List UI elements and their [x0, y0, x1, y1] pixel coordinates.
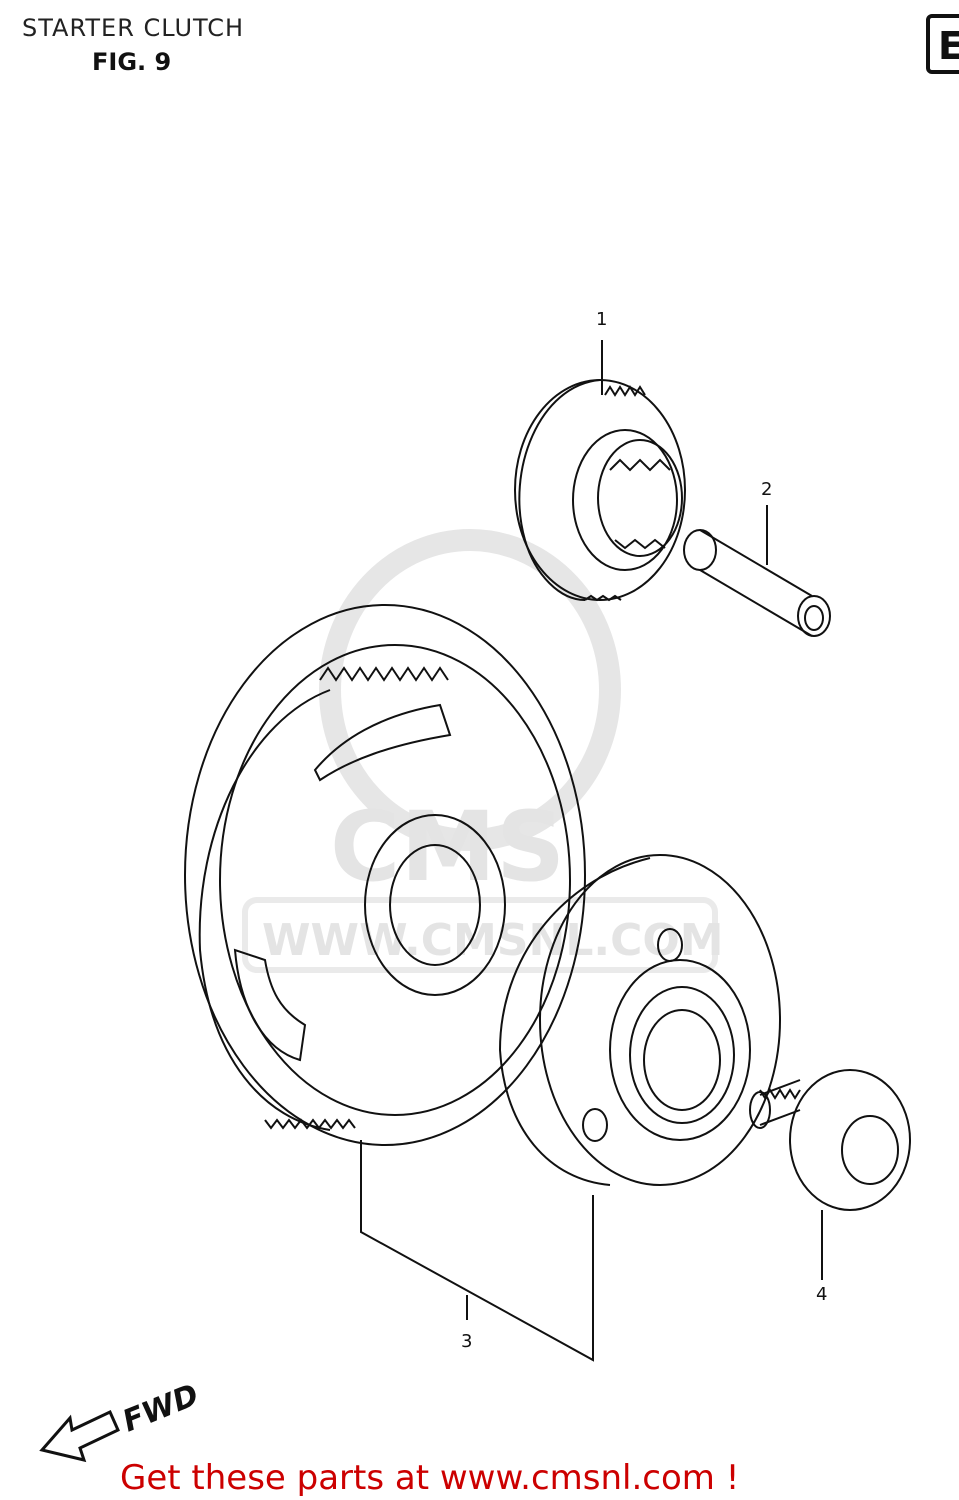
cta-link[interactable]: Get these parts at www.cmsnl.com !: [120, 1458, 740, 1498]
section-code: E: [938, 24, 959, 68]
fwd-direction-indicator: FWD: [39, 1378, 204, 1463]
fwd-label: FWD: [118, 1378, 204, 1440]
section-code-box: E: [926, 14, 959, 74]
watermark-url: WWW.CMSNL.COM: [262, 915, 724, 966]
figure-label: FIG. 9: [92, 48, 172, 76]
watermark: CMS WWW.CMSNL.COM: [242, 529, 724, 973]
callout-1: 1: [596, 309, 607, 330]
leader-lines: [360, 340, 823, 1362]
part-4-flange-bolt[interactable]: [749, 1069, 911, 1211]
fwd-arrow-icon: [39, 1409, 120, 1463]
callout-numbers: 1 2 3 4: [461, 309, 827, 1352]
callout-4: 4: [816, 1284, 827, 1305]
callout-3: 3: [461, 1331, 472, 1352]
part-2-shaft[interactable]: [683, 529, 831, 637]
diagram-title: STARTER CLUTCH: [22, 14, 245, 42]
part-3-clutch-housing[interactable]: [498, 854, 781, 1186]
callout-2: 2: [761, 479, 772, 500]
part-3-starter-gear[interactable]: [184, 604, 586, 1146]
part-1-idle-gear[interactable]: [514, 379, 686, 602]
